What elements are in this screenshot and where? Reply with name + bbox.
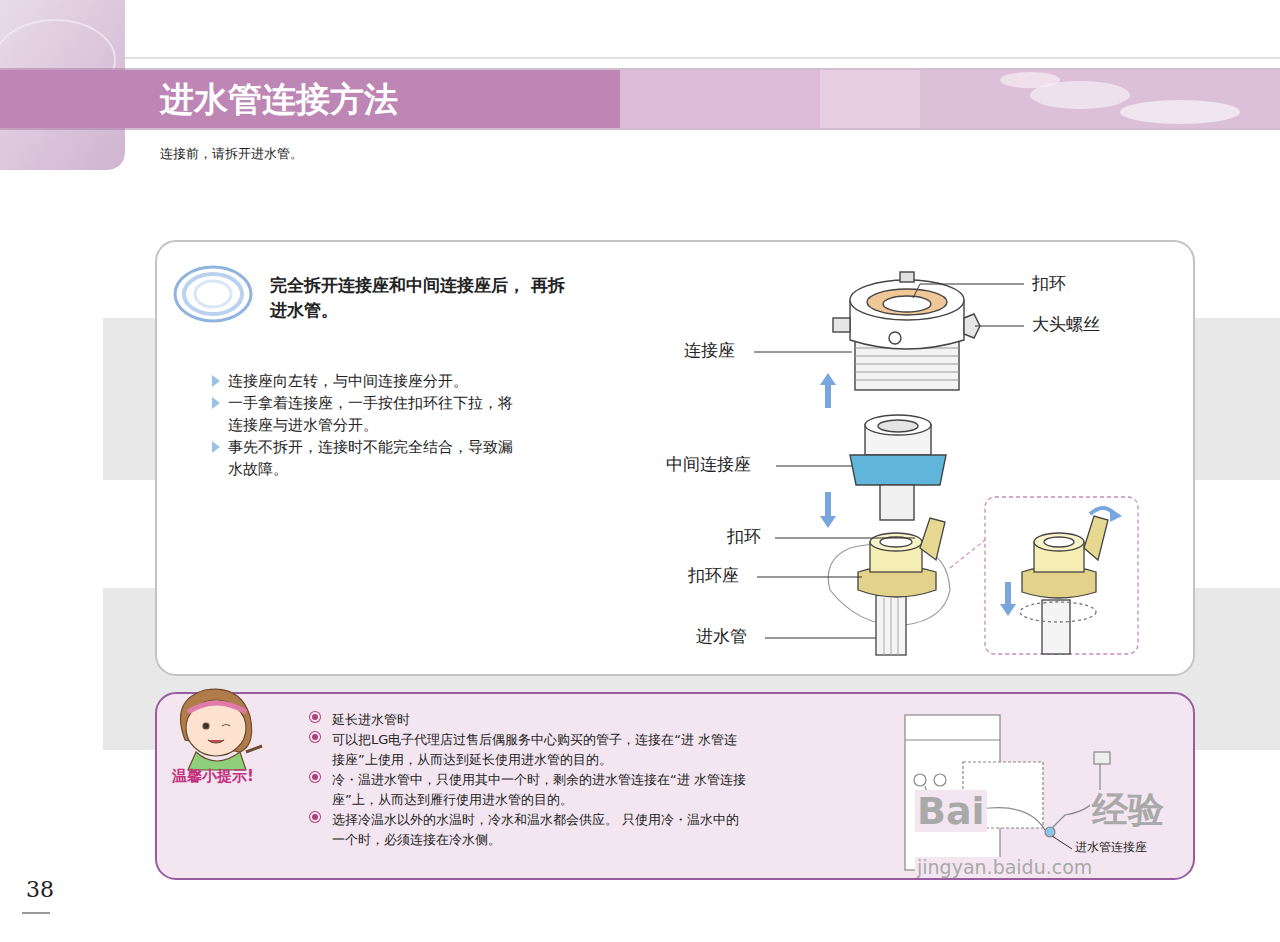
watermark: 经验 [1090, 790, 1166, 830]
bullet-text: 连接座向左转，与中间连接座分开。 [210, 370, 530, 392]
panel-heading: 完全拆开连接座和中间连接座后， 再拆进水管。 [270, 273, 570, 323]
watermark: Bai [915, 790, 987, 832]
part-label: 中间连接座 [666, 455, 751, 474]
bullet-text: 事先不拆开，连接时不能完全结合，导致漏 水故障。 [210, 436, 530, 480]
part-label: 扣环座 [688, 566, 739, 585]
part-label: 扣环 [727, 527, 761, 546]
part-label: 扣环 [1032, 274, 1066, 293]
part-label: 进水管 [696, 627, 747, 646]
subtitle: 连接前，请拆开进水管。 [160, 147, 303, 161]
tip-text: 冷・温进水管中，只使用其中一个时，剩余的进水管连接在“进 水管连接座”上，从而达… [310, 770, 750, 810]
part-label: 连接座 [684, 341, 735, 360]
page-number: 38 [26, 878, 54, 902]
part-label: 大头螺丝 [1032, 315, 1100, 334]
tip-heading: 温馨小提示! [172, 766, 254, 786]
tip-text: 可以把LG电子代理店过售后偶服务中心购买的管子，连接在“进 水管连接座”上使用，… [310, 730, 750, 770]
tip-text: 选择冷温水以外的水温时，冷水和温水都会供应。 只使用冷・温水中的一个时，必须连接… [310, 810, 750, 850]
tip-panel: 温馨小提示! 延长进水管时可以把LG电子代理店过售后偶服务中心购买的管子，连接在“… [155, 692, 1195, 880]
tip-text: 延长进水管时 [310, 710, 750, 730]
page-title: 进水管连接方法 [160, 76, 398, 122]
watermark: jingyan.baidu.com [915, 857, 1094, 878]
part-label: 进水管连接座 [1075, 841, 1147, 854]
bullet-list: 连接座向左转，与中间连接座分开。一手拿着连接座，一手按住扣环往下拉，将 连接座与… [210, 370, 530, 480]
bullet-text: 一手拿着连接座，一手按住扣环往下拉，将 连接座与进水管分开。 [210, 392, 530, 436]
tip-list: 延长进水管时可以把LG电子代理店过售后偶服务中心购买的管子，连接在“进 水管连接… [310, 710, 750, 850]
